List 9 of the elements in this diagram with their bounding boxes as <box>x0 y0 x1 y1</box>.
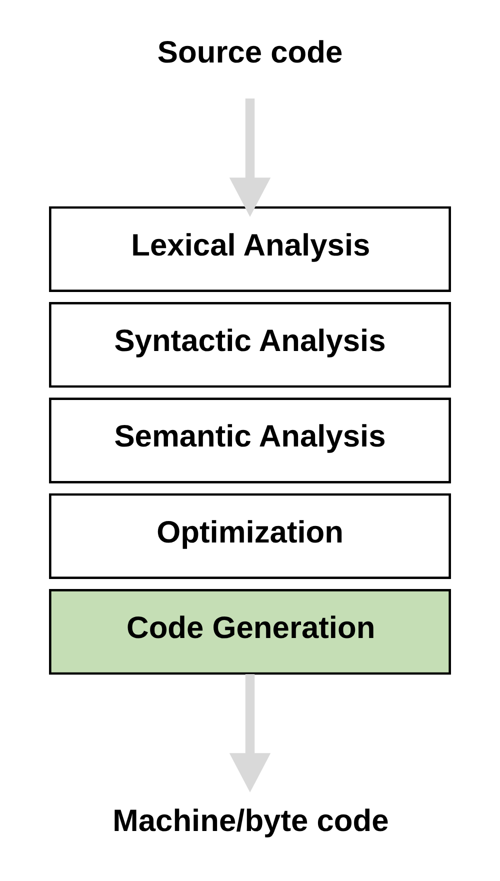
node-text: Source code <box>157 34 343 70</box>
node-box: Code Generation <box>49 589 451 675</box>
arrow <box>229 674 271 792</box>
arrow <box>229 98 271 217</box>
node-box: Lexical Analysis <box>49 206 451 292</box>
node-box: Semantic Analysis <box>49 398 451 484</box>
node-box: Syntactic Analysis <box>49 302 451 388</box>
node-box: Optimization <box>49 493 451 579</box>
node-text: Machine/byte code <box>112 802 389 838</box>
